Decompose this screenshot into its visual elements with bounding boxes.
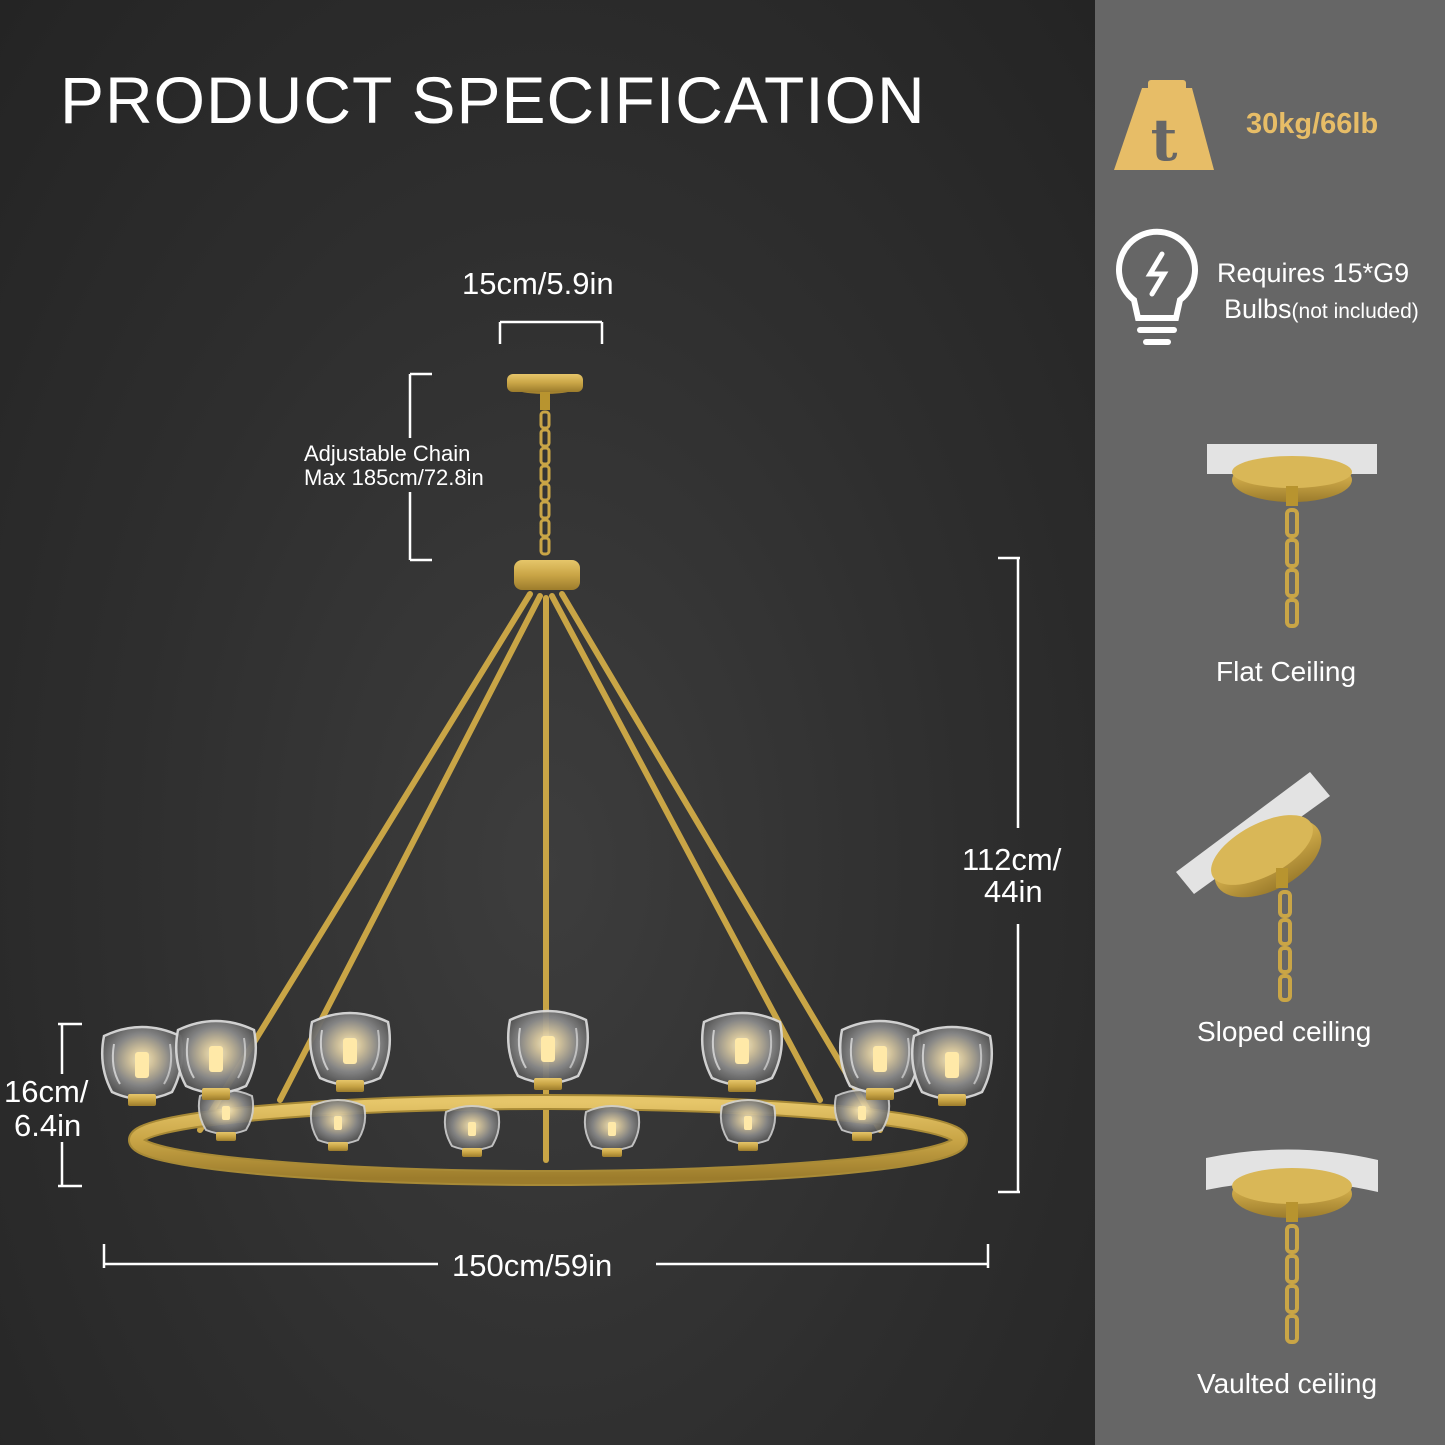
chain-length-bracket — [408, 372, 432, 562]
bulb-label: Bulbs — [1224, 294, 1292, 324]
flat-ceiling-mount-icon — [1207, 444, 1377, 628]
canopy-width-bracket — [498, 320, 604, 344]
height-bracket — [998, 556, 1020, 1194]
vaulted-ceiling-label: Vaulted ceiling — [1197, 1368, 1378, 1399]
bulb-requirement-line2: Bulbs(not included) — [1224, 294, 1419, 325]
chandelier-illustration — [100, 374, 994, 1186]
chain-label-line2: Max 185cm/72.8in — [304, 465, 484, 490]
vaulted-ceiling-mount-icon — [1206, 1149, 1378, 1344]
sloped-ceiling-label: Sloped ceiling — [1197, 1016, 1372, 1047]
height-label-line2: 44in — [984, 874, 1043, 909]
shade-height-bracket — [58, 1022, 82, 1188]
shade-height-label-line2: 6.4in — [14, 1108, 82, 1143]
bulb-requirement-line1: Requires 15*G9 — [1217, 258, 1410, 288]
diameter-bracket — [102, 1244, 990, 1268]
weight-icon: t — [1114, 80, 1214, 174]
height-label-line1: 112cm/ — [962, 842, 1062, 877]
shade-height-label-line1: 16cm/ — [4, 1074, 89, 1109]
sloped-ceiling-mount-icon — [1176, 772, 1330, 1002]
chain-label-line1: Adjustable Chain — [304, 441, 471, 466]
diameter-label: 150cm/59in — [452, 1248, 613, 1283]
svg-text:t: t — [1151, 106, 1178, 174]
bulb-icon — [1116, 228, 1198, 345]
flat-ceiling-label: Flat Ceiling — [1216, 656, 1357, 687]
bulb-not-included-note: (not included) — [1291, 300, 1419, 323]
page-title: PRODUCT SPECIFICATION — [60, 63, 926, 137]
canopy-width-label: 15cm/5.9in — [462, 266, 614, 301]
weight-value: 30kg/66lb — [1246, 108, 1379, 140]
